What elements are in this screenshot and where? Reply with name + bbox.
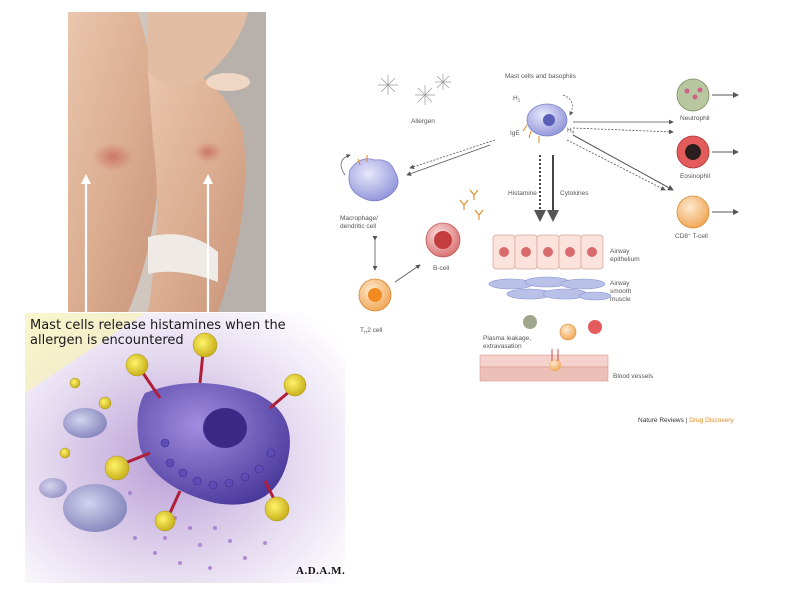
mast-cell-nucleus-icon [543,114,555,126]
macrophage-icon [348,158,399,202]
mast-ige-markers [522,124,540,143]
diagram-svg: Allergen Mast cells and basophils H1 H4 … [340,73,739,424]
histamine-loop-arrow [562,94,574,116]
arrow-th2-bcell [394,264,421,283]
label-macrophage-2: dendritic cell [340,223,377,230]
arrow-to-eosinophil [572,127,674,135]
label-bcell: B-cell [433,265,450,272]
illustration-caption: Mast cells release histamines when the a… [30,318,286,348]
welt-right [194,142,222,162]
allergen-haze [25,313,145,393]
label-airway-sm-2: smooth [610,288,632,295]
neutrophil-granules [684,87,703,100]
airway-smooth-muscle [488,276,612,301]
antibodies-icon [459,189,484,220]
pointer-arrow-right [203,174,213,184]
label-macrophage-1: Macrophage/ [340,215,378,222]
eosinophil-nucleus [685,144,701,160]
journal-credit: Nature Reviews | Drug Discovery [638,417,734,424]
label-cytokines: Cytokines [560,190,589,197]
label-airway-ep-2: epithelium [610,256,640,263]
macrophage-receptors [357,155,368,166]
label-ige: IgE [510,130,520,137]
adam-logo: A.D.A.M. [296,565,346,577]
arrow-to-macrophage-dashed [409,139,496,170]
illustration-svg [25,313,345,583]
label-cd8: CD8+ T-cell [675,232,708,240]
label-th2: TH2 cell [360,327,383,335]
welt-left [93,143,133,171]
label-airway-sm-3: muscle [610,296,631,303]
macrophage-loop-arrow [340,154,351,176]
skin-reaction-photo [68,12,266,312]
ghost-cell-3 [39,478,67,498]
label-blood-vessels: Blood vessels [613,373,654,380]
label-mast-cells: Mast cells and basophils [505,73,577,80]
label-h1: H1 [513,95,521,103]
arrow-to-cd8-dashed [566,139,666,191]
label-airway-sm-1: Airway [610,280,630,287]
neutrophil-icon [676,78,710,112]
allergen-icon [378,74,451,105]
ghost-cell-1 [63,484,127,532]
diaper [148,234,218,282]
bcell-nucleus [434,231,452,249]
airway-epithelium [492,234,604,270]
cd8-cell-icon [676,195,710,229]
label-h4: H4 [567,127,575,135]
mast-cell-nucleus [203,408,247,448]
mast-cell-illustration [25,313,345,583]
thumbnail [206,73,250,91]
blood-vessel [479,349,609,382]
plasma-cells [523,315,602,341]
arrow-to-cd8-solid [572,134,674,191]
label-histamine: Histamine [508,190,537,197]
allergen-particles [59,332,307,532]
label-plasma-1: Plasma leakage, [483,335,531,342]
label-neutrophil: Neutrophil [680,115,710,122]
granules [160,438,276,490]
label-airway-ep-1: Airway [610,248,630,255]
ghost-cell-2 [63,408,107,438]
photo-svg [68,12,266,312]
label-allergen: Allergen [411,118,435,125]
label-plasma-2: extravasation [483,343,522,350]
allergy-pathway-diagram: Allergen Mast cells and basophils H1 H4 … [315,60,785,440]
hand [148,12,248,86]
pointer-arrow-left [81,174,91,184]
arrow-to-macrophage-solid [406,144,491,176]
label-eosinophil: Eosinophil [680,173,711,180]
th2-nucleus [368,288,382,302]
